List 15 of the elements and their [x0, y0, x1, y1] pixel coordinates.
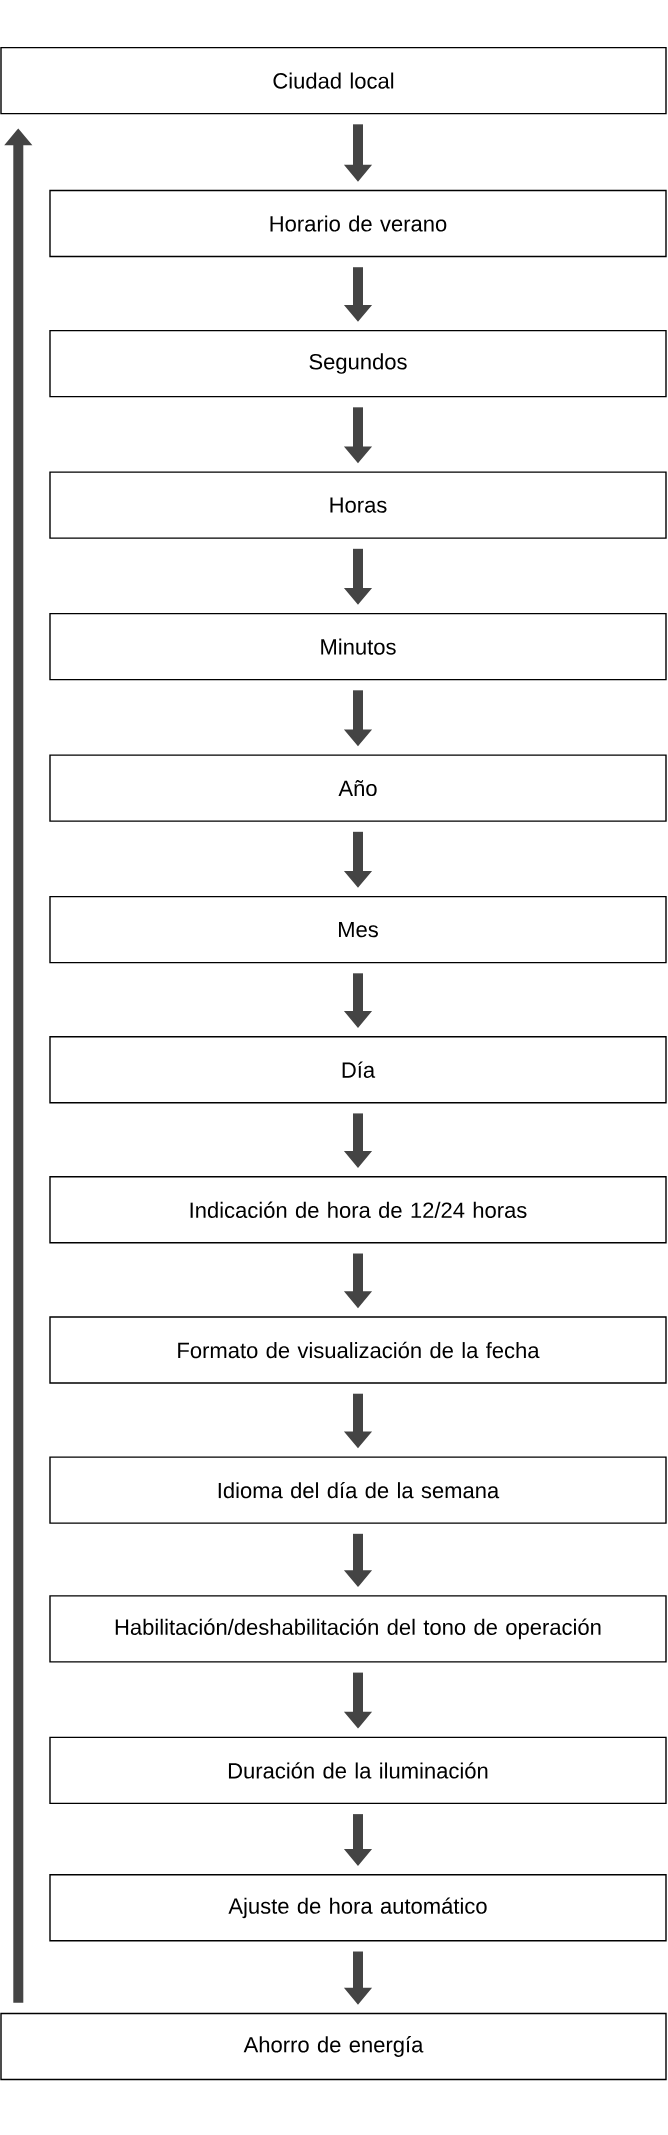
process-box: Horario de verano: [49, 189, 667, 258]
process-box: Horas: [49, 471, 667, 539]
process-box: Mes: [49, 895, 667, 964]
process-box: Habilitación/deshabilitación del tono de operación: [49, 1595, 667, 1663]
process-box: Ciudad local: [0, 46, 667, 115]
process-box: Año: [49, 754, 667, 822]
process-box: Ajuste de hora automático: [49, 1874, 667, 1942]
process-box: Ahorro de energía: [0, 2012, 667, 2081]
process-box: Duración de la iluminación: [49, 1736, 667, 1805]
process-box: Segundos: [49, 329, 667, 398]
process-box: Formato de visualización de la fecha: [49, 1316, 667, 1384]
process-box: Indicación de hora de 12/24 horas: [49, 1176, 667, 1244]
process-box: Minutos: [49, 612, 667, 681]
process-box: Día: [49, 1036, 667, 1104]
process-box: Idioma del día de la semana: [49, 1456, 667, 1524]
